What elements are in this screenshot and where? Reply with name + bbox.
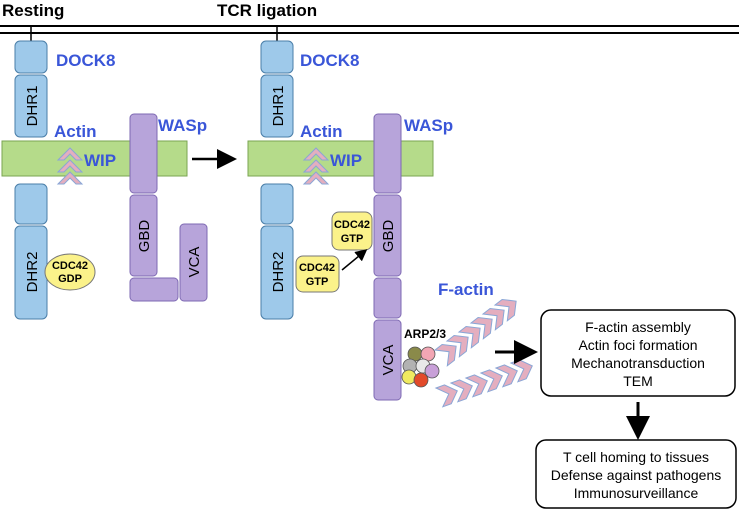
gbd-label: GBD bbox=[136, 220, 153, 253]
wasp-label: WASp bbox=[158, 116, 207, 135]
f-actin-filament-icon bbox=[434, 292, 523, 367]
vca-label: VCA bbox=[186, 247, 203, 278]
arp23-complex-icon bbox=[401, 346, 440, 388]
dhr1-domain bbox=[14, 74, 48, 138]
actin-chevron-icon bbox=[302, 147, 330, 185]
vca-domain bbox=[179, 223, 208, 302]
dhr1-label: DHR1 bbox=[24, 86, 41, 127]
outcome-line: Defense against pathogens bbox=[551, 467, 721, 483]
outcome-line: F-actin assembly bbox=[585, 319, 691, 335]
f-actin-label: F-actin bbox=[438, 280, 494, 299]
resting-panel: DHR1 DHR2 DOCK8 WIP Actin WASp GBD VCA C… bbox=[1, 26, 208, 320]
wasp-block bbox=[373, 113, 402, 194]
gbd-domain bbox=[373, 194, 402, 277]
dhr2-label: DHR2 bbox=[270, 252, 287, 293]
wasp-label: WASp bbox=[404, 116, 453, 135]
outcome-line: Actin foci formation bbox=[578, 337, 697, 353]
actin-chevron-icon bbox=[56, 147, 84, 185]
dhr1-label: DHR1 bbox=[270, 86, 287, 127]
resting-header: Resting bbox=[2, 1, 64, 20]
actin-label: Actin bbox=[54, 122, 97, 141]
dhr1-domain bbox=[260, 74, 294, 138]
dhr2-label: DHR2 bbox=[24, 252, 41, 293]
outcome-line: Mechanotransduction bbox=[571, 355, 705, 371]
wasp-block bbox=[129, 113, 158, 194]
tcr-ligation-header: TCR ligation bbox=[217, 1, 317, 20]
dock8-label: DOCK8 bbox=[300, 51, 360, 70]
wasp-linker bbox=[129, 277, 179, 302]
cdc42-gtp-free bbox=[295, 255, 340, 293]
actin-label: Actin bbox=[300, 122, 343, 141]
wip-label: WIP bbox=[84, 151, 116, 170]
outcome-line: TEM bbox=[623, 373, 653, 389]
gbd-label: GBD bbox=[380, 220, 397, 253]
cdc42-gtp-bound bbox=[331, 211, 373, 251]
dock8-block bbox=[260, 183, 294, 225]
cdc42-gtp-bound-line1: CDC42 bbox=[334, 219, 370, 231]
gbd-domain bbox=[129, 194, 158, 277]
wip-bar bbox=[247, 140, 434, 177]
cdc42-gdp bbox=[44, 253, 96, 291]
dhr2-domain bbox=[260, 225, 294, 320]
f-actin-filament-icon bbox=[435, 356, 537, 408]
dock8-block bbox=[14, 183, 48, 225]
arp23-label: ARP2/3 bbox=[404, 327, 446, 341]
cdc42-gtp-free-line2: GTP bbox=[306, 276, 329, 288]
wip-label: WIP bbox=[330, 151, 362, 170]
wasp-linker bbox=[373, 277, 402, 319]
dock8-label: DOCK8 bbox=[56, 51, 116, 70]
cdc42-gtp-bound-line2: GTP bbox=[341, 233, 364, 245]
cdc42-gdp-line2: GDP bbox=[58, 273, 82, 285]
activated-panel: DHR1 DHR2 DOCK8 WIP Actin WASp GBD VCA C… bbox=[247, 26, 537, 408]
cdc42-gdp-line1: CDC42 bbox=[52, 260, 88, 272]
dock8-block bbox=[14, 40, 48, 74]
outcome-box-2: T cell homing to tissues Defense against… bbox=[535, 439, 737, 509]
outcome-line: T cell homing to tissues bbox=[563, 449, 709, 465]
cdc42-gtp-free-line1: CDC42 bbox=[299, 262, 335, 274]
outcome-line: Immunosurveillance bbox=[574, 485, 699, 501]
outcome-box-1: F-actin assembly Actin foci formation Me… bbox=[540, 309, 736, 397]
dock8-block bbox=[260, 40, 294, 74]
vca-label: VCA bbox=[380, 345, 397, 376]
vca-domain bbox=[373, 319, 402, 401]
binding-arrow-icon bbox=[341, 249, 368, 271]
